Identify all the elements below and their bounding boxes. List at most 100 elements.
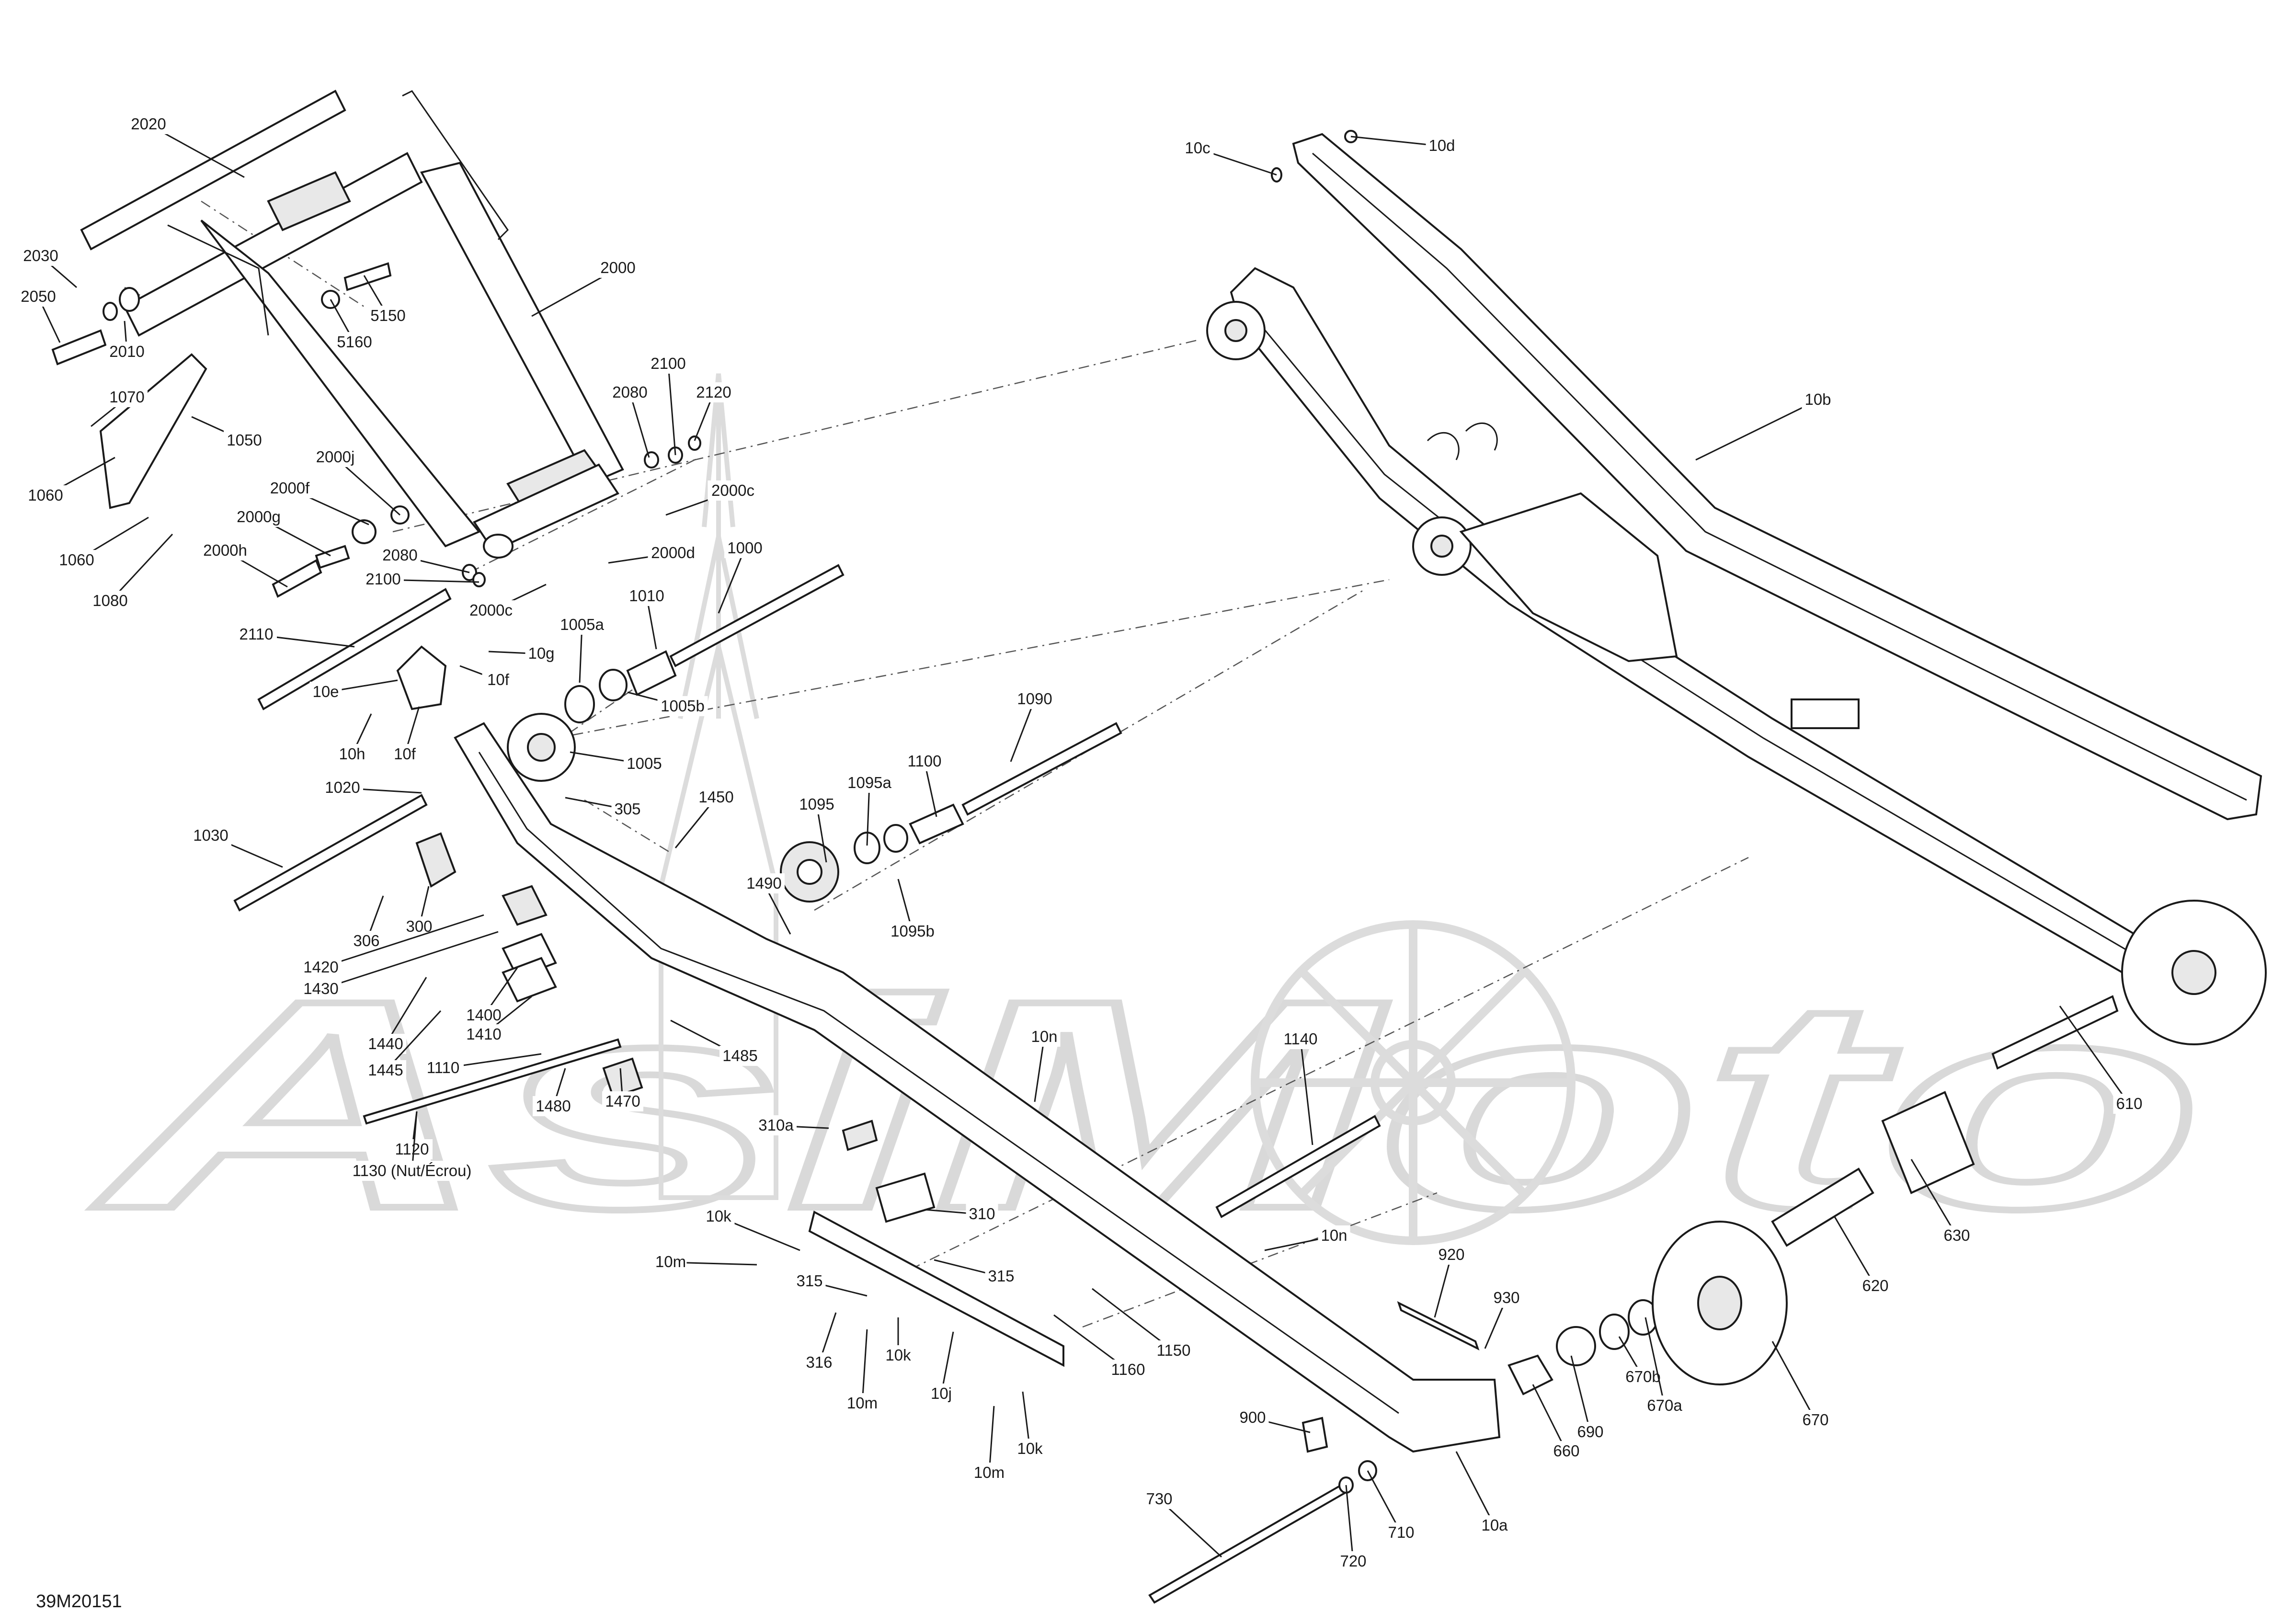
part-label: 2030 [23,247,58,264]
part-label: 1095b [891,922,935,940]
leader-line [385,977,427,1045]
callout-10n2: 10n [1264,1225,1350,1251]
part-label: 1470 [605,1092,640,1110]
callout-306: 306 [350,895,384,951]
upper-arm-assembly [51,90,701,710]
callout-5150: 5150 [363,275,409,326]
label-backdrop [657,696,708,716]
callout-10m: 10m [654,1252,757,1272]
callout-3152: 315 [793,1271,868,1297]
label-backdrop [309,682,342,702]
part-label: 306 [353,932,379,949]
callout-670b: 670b [1618,1336,1664,1387]
part-label: 2120 [696,383,731,401]
label-backdrop [463,1005,504,1025]
label-backdrop [626,586,667,606]
part-label: 5160 [337,333,372,351]
part-label: 1060 [28,486,63,504]
label-backdrop [200,540,251,560]
leader-line [629,392,650,458]
label-backdrop [310,447,361,467]
part-label: 720 [1340,1552,1366,1570]
label-backdrop [388,744,421,764]
callout-630: 630 [1910,1159,1973,1246]
leader-line [1034,1037,1045,1102]
part-label: 10k [706,1207,731,1225]
front-rail-10a [363,722,2119,1604]
callout-2020: 2020 [128,114,245,178]
leader-line [1532,1384,1567,1452]
part-label: 1485 [722,1047,757,1064]
callout-1095: 1095 [796,794,837,863]
part-label: 10m [655,1253,686,1270]
label-backdrop [1802,389,1834,410]
callout-1430: 1430 [300,931,499,999]
part-label: 1050 [227,431,262,449]
callout-1110: 1110 [422,1053,542,1078]
label-backdrop [609,382,651,402]
label-backdrop [90,591,131,611]
part-label: 1080 [92,592,127,609]
callout-730: 730 [1143,1489,1222,1558]
leader-line [1434,1255,1452,1318]
callout-2000d: 2000d [608,543,698,564]
callout-690: 690 [1570,1355,1607,1442]
label-backdrop [463,1024,504,1044]
part-label: 10m [974,1464,1005,1481]
part-label: 1020 [325,778,360,796]
callout-2000h: 2000h [200,540,288,588]
label-backdrop [1478,1515,1511,1535]
label-backdrop [337,1161,487,1181]
part-label: 316 [806,1353,832,1371]
label-backdrop [557,615,607,635]
label-backdrop [350,931,383,951]
part-label: 10f [394,745,416,763]
label-backdrop [106,387,148,407]
label-backdrop [300,957,342,977]
part-label: 5150 [370,307,405,324]
part-label: 10k [1017,1440,1043,1457]
label-backdrop [611,799,644,819]
part-label: 10b [1804,390,1831,408]
watermark-cathedral-icon [659,373,778,1200]
leader-line [861,1329,868,1404]
label-backdrop [793,1271,826,1291]
part-label: 2000c [469,601,513,619]
label-backdrop [1108,1360,1149,1380]
callout-300: 300 [403,886,435,937]
label-backdrop [466,600,516,620]
callout-10a: 10a [1455,1451,1511,1535]
label-backdrop [336,744,368,764]
callout-670a: 670a [1644,1317,1685,1416]
callout-2010: 2010 [106,320,148,362]
callout-1130: 1130 (Nut/Écrou) [337,1111,487,1181]
callout-1410: 1410 [463,995,532,1044]
label-backdrop [1644,1395,1685,1416]
label-backdrop [18,286,59,307]
callout-930: 930 [1484,1288,1523,1349]
callout-670: 670 [1771,1341,1832,1430]
leader-line [1455,1451,1496,1526]
label-backdrop [597,258,639,278]
callout-1485: 1485 [670,1019,761,1066]
label-backdrop [887,921,938,941]
part-label: 2000f [270,479,310,497]
part-label: 10a [1481,1516,1508,1534]
part-label: 10e [312,683,339,700]
part-label: 1070 [109,388,144,406]
part-label: 2000j [316,448,355,466]
callout-2120: 2120 [693,382,734,441]
part-label: 670a [1647,1396,1682,1414]
callout-1050: 1050 [191,416,265,450]
callout-900: 900 [1236,1407,1311,1433]
label-backdrop [1385,1522,1417,1543]
callout-1450: 1450 [674,787,737,848]
callout-2030: 2030 [20,246,77,288]
part-label: 1490 [746,874,781,892]
callout-1440: 1440 [365,977,427,1054]
callout-1005: 1005 [570,751,665,774]
part-label: 1130 (Nut/Écrou) [353,1162,472,1179]
callout-1030: 1030 [190,825,283,868]
label-backdrop [602,1091,643,1111]
part-label: 315 [988,1267,1014,1285]
